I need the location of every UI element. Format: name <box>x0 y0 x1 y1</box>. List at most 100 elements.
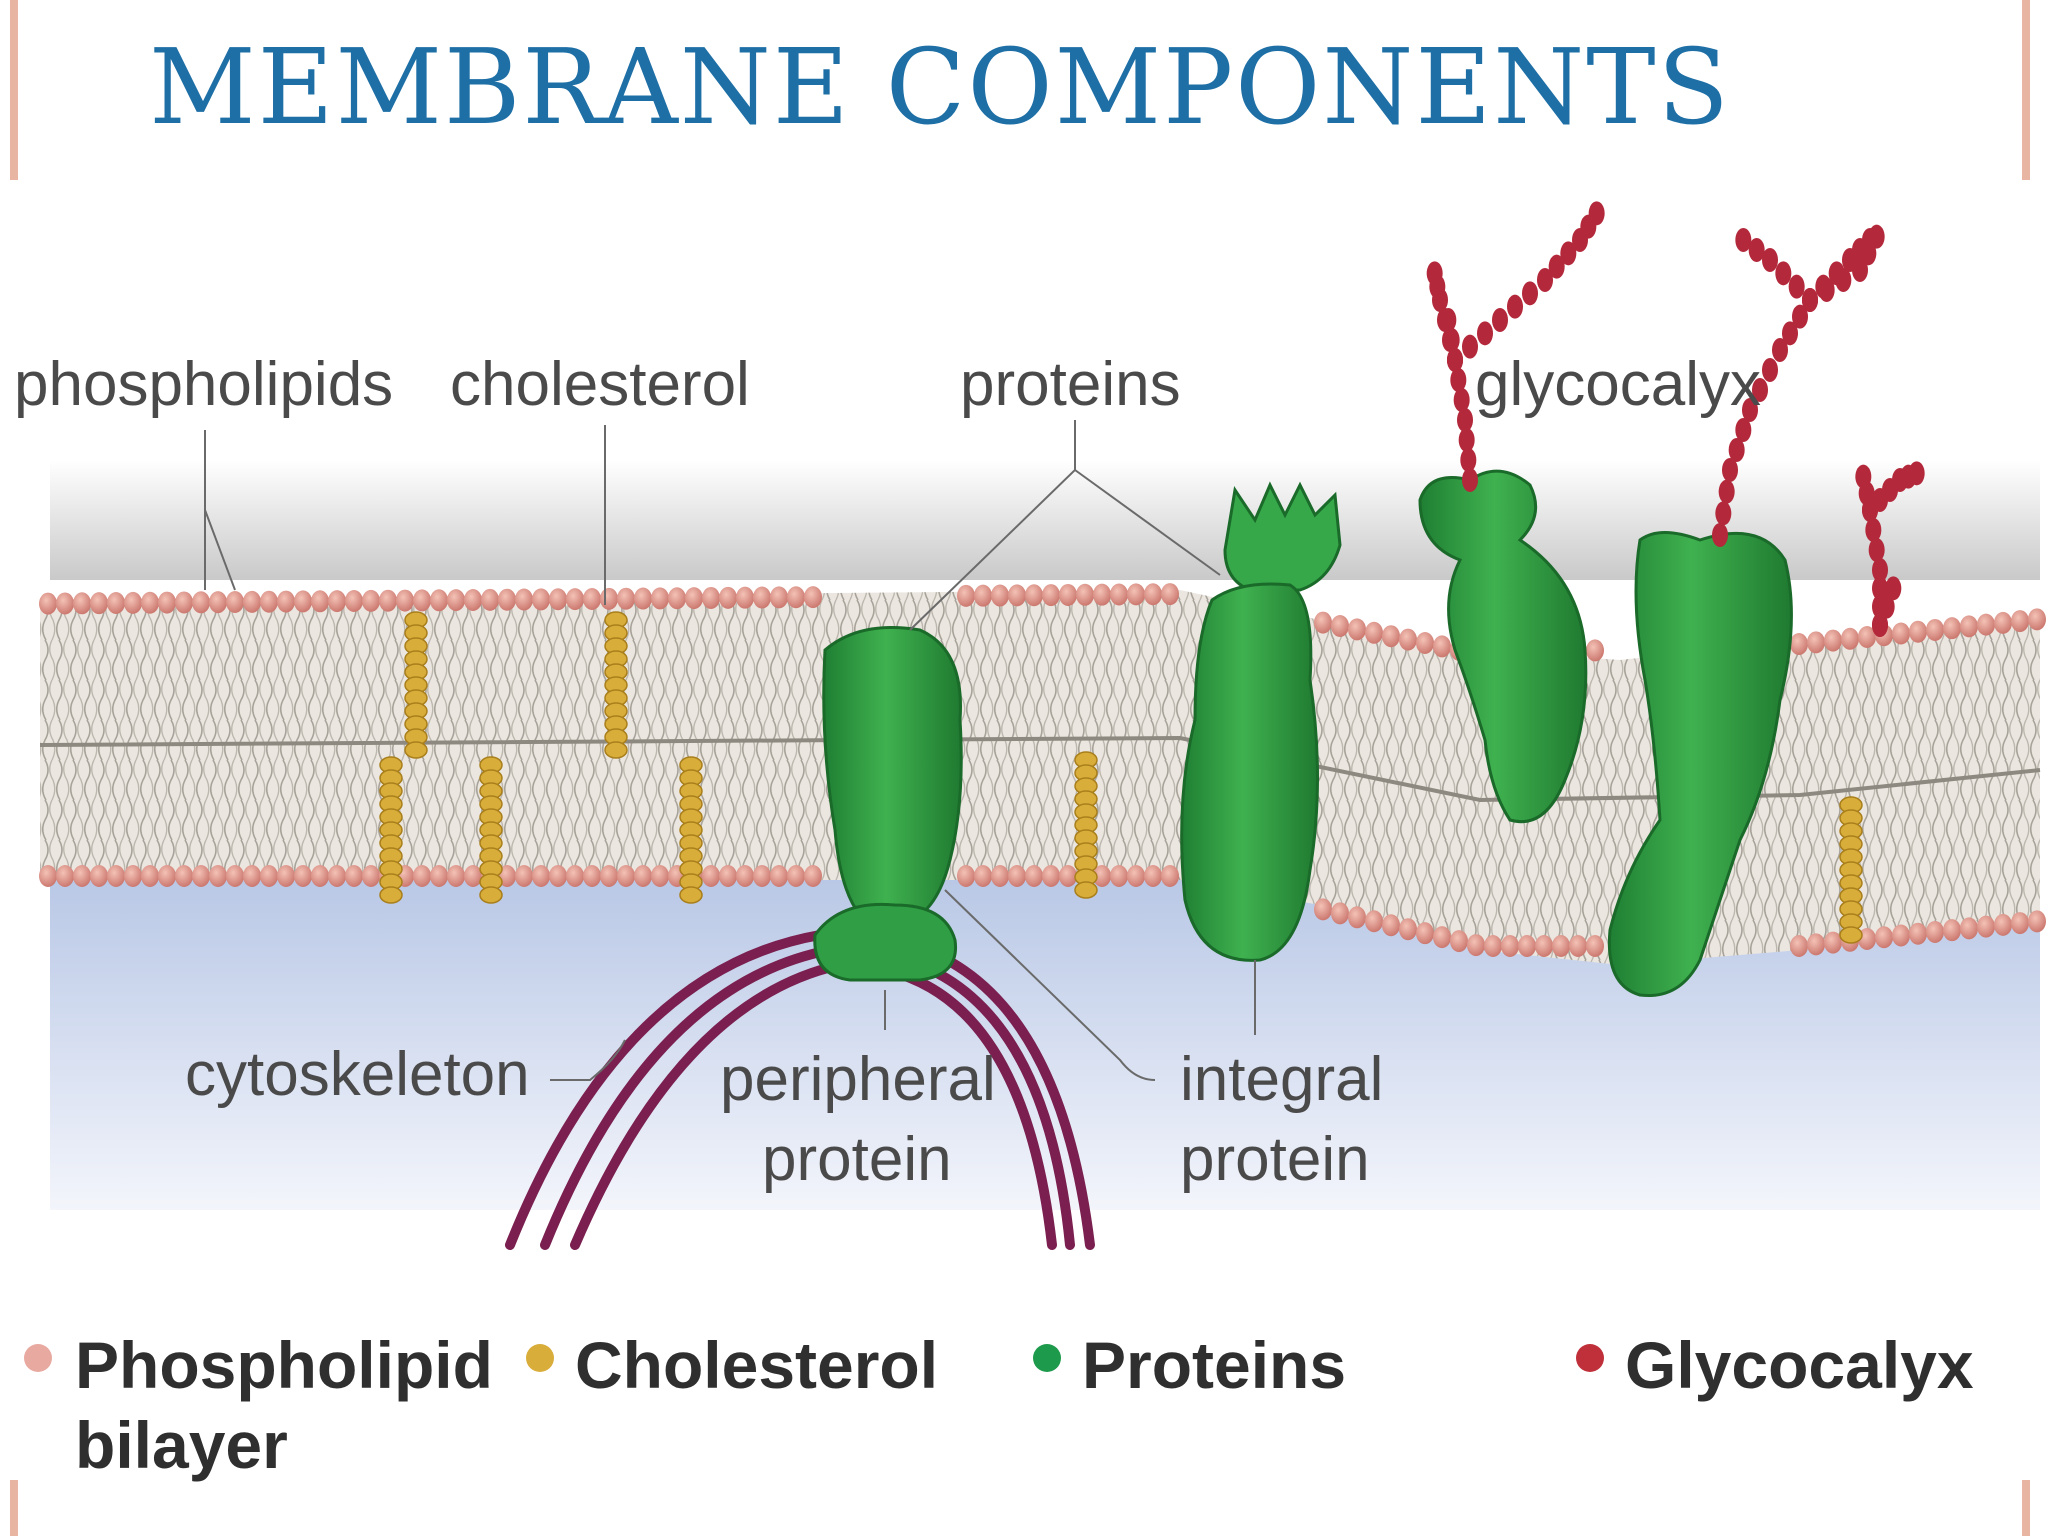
legend-dot-cholesterol <box>526 1344 554 1372</box>
phospholipid-head <box>226 865 244 887</box>
phospholipid-head <box>73 592 91 615</box>
phospholipid-head <box>991 584 1009 607</box>
phospholipid-head <box>481 588 499 611</box>
phospholipid-head <box>583 865 601 887</box>
legend-label-cholesterol: Cholesterol <box>575 1328 938 1402</box>
glycoprotein-2 <box>1607 531 1793 998</box>
phospholipid-head <box>430 589 448 612</box>
label-cholesterol: cholesterol <box>450 350 750 419</box>
cholesterol-molecule <box>479 756 503 904</box>
legend-label-phospholipid-line2: bilayer <box>75 1408 288 1482</box>
phospholipid-head <box>532 865 550 887</box>
phospholipid-head <box>991 865 1009 887</box>
phospholipid-head <box>1416 922 1434 945</box>
phospholipid-head <box>634 587 652 610</box>
phospholipid-head <box>158 591 176 614</box>
phospholipid-head <box>1331 615 1349 637</box>
phospholipid-head <box>1025 584 1043 607</box>
phospholipid-head <box>549 865 567 887</box>
phospholipid-head <box>226 591 244 614</box>
phospholipid-head <box>515 865 533 887</box>
phospholipid-head <box>1586 935 1604 957</box>
phospholipid-head <box>1977 613 1995 636</box>
phospholipid-head <box>651 587 669 610</box>
phospholipid-head <box>736 586 754 609</box>
phospholipid-head <box>1382 625 1400 648</box>
phospholipid-head <box>1093 583 1111 606</box>
phospholipid-head <box>600 865 618 887</box>
phospholipid-head <box>175 591 193 614</box>
peripheral-protein <box>813 626 963 982</box>
phospholipid-head <box>107 865 125 887</box>
phospholipid-head <box>957 865 975 887</box>
label-peripheral-protein-line2: protein <box>762 1125 952 1194</box>
label-glycocalyx: glycocalyx <box>1475 350 1761 419</box>
phospholipid-head <box>1909 620 1927 643</box>
leader-lines <box>204 420 1256 1081</box>
phospholipid-head <box>2011 912 2029 935</box>
phospholipid-head <box>702 586 720 609</box>
proteins <box>813 469 1793 998</box>
phospholipid-head <box>1518 935 1536 957</box>
phospholipid-head <box>1365 621 1383 644</box>
phospholipid-head <box>2028 608 2046 631</box>
phospholipid-head <box>260 590 278 613</box>
phospholipid-head <box>294 590 312 613</box>
phospholipid-head <box>413 865 431 887</box>
phospholipid-head <box>311 590 329 613</box>
phospholipid-head <box>1365 910 1383 933</box>
legend-label-phospholipid-line1: Phospholipid <box>75 1328 493 1402</box>
phospholipid-head <box>787 865 805 887</box>
phospholipid-head <box>1399 918 1417 941</box>
phospholipid-head <box>1110 583 1128 606</box>
phospholipid-head <box>753 586 771 609</box>
glycocalyx-chain <box>1447 201 1605 372</box>
phospholipid-head <box>1858 626 1876 649</box>
page-title: MEMBRANE COMPONENTS <box>149 26 1731 148</box>
glycocalyx-chain <box>1862 461 1925 522</box>
phospholipid-head <box>1892 622 1910 645</box>
phospholipid-head <box>209 591 227 614</box>
phospholipid-head <box>2028 910 2046 933</box>
legend-dot-phospholipid <box>24 1344 52 1372</box>
phospholipid-head <box>1042 865 1060 887</box>
phospholipid-head <box>1161 583 1179 606</box>
label-integral-protein-line1: integral <box>1180 1045 1383 1114</box>
phospholipid-head <box>90 592 108 615</box>
phospholipid-head <box>753 865 771 887</box>
phospholipid-head <box>1960 615 1978 638</box>
phospholipid-head <box>1144 583 1162 606</box>
phospholipid-head <box>1790 935 1808 957</box>
phospholipid-head <box>447 589 465 612</box>
phospholipid-head <box>73 865 91 887</box>
phospholipid-head <box>1994 913 2012 936</box>
glycocalyx-chain <box>1712 304 1808 547</box>
phospholipid-head <box>600 587 618 610</box>
legend-label-glycocalyx: Glycocalyx <box>1625 1328 1974 1402</box>
slide-right-bar-top <box>2022 0 2030 180</box>
phospholipid-head <box>2011 610 2029 633</box>
phospholipid-head <box>56 592 74 615</box>
phospholipid-head <box>770 865 788 887</box>
phospholipid-head <box>804 865 822 887</box>
phospholipid-head <box>260 865 278 887</box>
slide-left-bar-top <box>10 0 18 180</box>
phospholipid-head <box>328 590 346 613</box>
phospholipid-head <box>192 865 210 887</box>
phospholipid-head <box>583 587 601 610</box>
bilayer-midline <box>39 735 2041 803</box>
phospholipid-head <box>1382 914 1400 937</box>
phospholipid-head <box>702 865 720 887</box>
phospholipid-head <box>685 587 703 610</box>
phospholipid-head <box>192 591 210 614</box>
phospholipid-head <box>209 865 227 887</box>
phospholipid-head <box>1552 935 1570 957</box>
phospholipid-head <box>362 865 380 887</box>
phospholipid-head <box>396 589 414 612</box>
legend-dot-glycocalyx <box>1576 1344 1604 1372</box>
phospholipid-head <box>1569 935 1587 957</box>
label-peripheral-protein-line1: peripheral <box>720 1045 996 1114</box>
phospholipid-head <box>770 586 788 609</box>
phospholipid-head <box>1331 902 1349 925</box>
phospholipid-head <box>464 865 482 887</box>
